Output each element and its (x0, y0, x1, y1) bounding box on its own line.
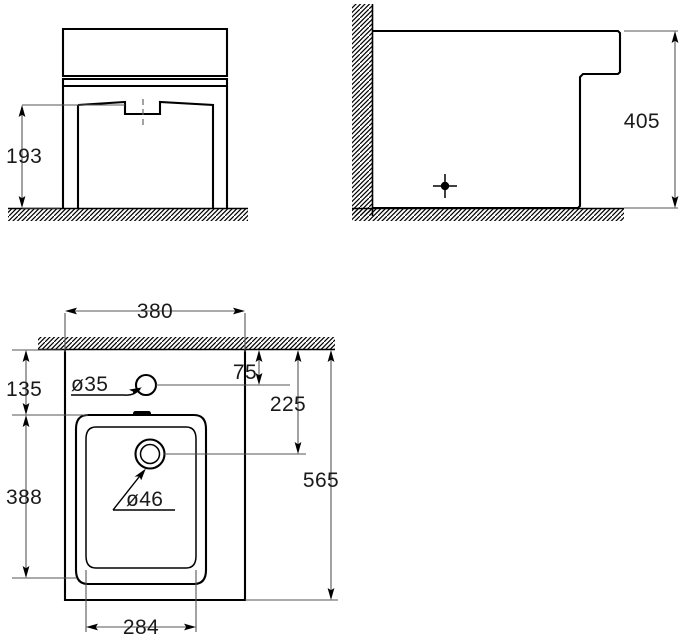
callout-label-dia-46: ø46 (126, 488, 163, 511)
front-floor-hatching (8, 207, 248, 221)
dimension-label-75: 75 (233, 361, 257, 384)
dimension-label-565: 565 (303, 469, 339, 492)
dimension-label-388: 388 (6, 486, 42, 509)
dimension-193: 193 (6, 104, 125, 209)
dimension-135: 135 (6, 349, 88, 416)
callout-dia-35: ø35 (71, 373, 142, 396)
dimension-284: 284 (85, 570, 197, 639)
dimension-label-193: 193 (6, 145, 42, 168)
wall-fixing-center-mark (433, 174, 457, 198)
dimension-label-405: 405 (624, 110, 660, 133)
callout-label-dia-35: ø35 (71, 373, 108, 396)
side-wall-hatching (352, 4, 374, 216)
plan-outer-outline (63, 350, 247, 602)
drain-hole (134, 438, 166, 470)
dimension-label-380: 380 (137, 300, 173, 323)
dimension-565: 565 (245, 350, 339, 601)
dimension-label-284: 284 (123, 616, 159, 639)
plan-inner-bowl-outline (85, 426, 197, 569)
side-elevation-view: 405 (352, 4, 679, 221)
dimension-75: 75 (156, 350, 290, 386)
dimension-388: 388 (6, 415, 76, 579)
tap-hole-circle (134, 373, 158, 397)
side-floor-hatching (352, 207, 624, 221)
side-body-profile (373, 29, 622, 210)
front-elevation-view: 193 (6, 27, 248, 221)
plan-wall-hatching (38, 337, 335, 351)
dimension-380: 380 (64, 300, 246, 352)
dimension-405: 405 (624, 30, 679, 209)
plan-view: 380 135 ø35 75 (6, 300, 339, 639)
plan-overflow-slot (133, 411, 151, 416)
front-pedestal-outline (76, 100, 215, 208)
dimension-225: 225 (164, 350, 306, 455)
dimension-label-225: 225 (270, 393, 306, 416)
callout-dia-46: ø46 (112, 468, 175, 511)
dimension-label-135: 135 (6, 378, 42, 401)
front-body-outline (61, 27, 229, 208)
plan-bowl-outline (74, 413, 208, 586)
